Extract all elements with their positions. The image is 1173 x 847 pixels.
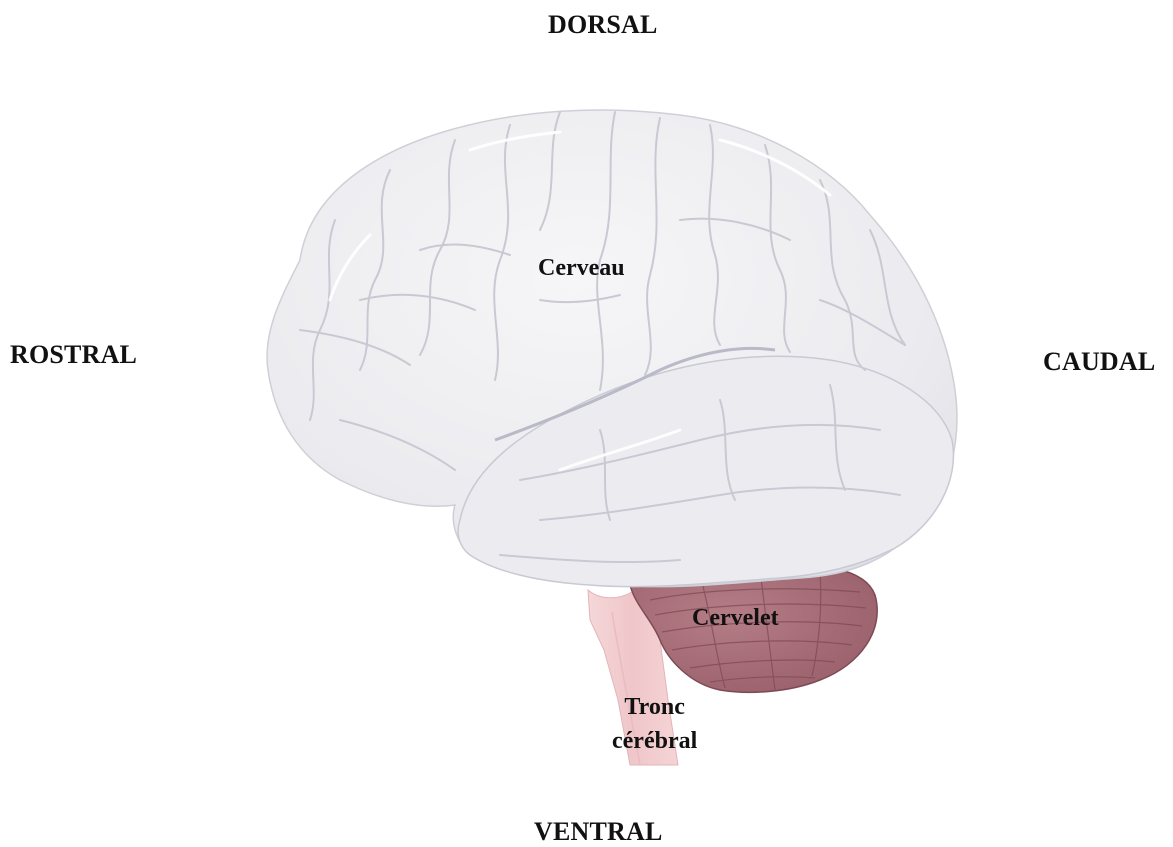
region-label-cerebellum: Cervelet bbox=[692, 605, 779, 632]
direction-label-dorsal: DORSAL bbox=[548, 10, 658, 40]
region-label-brainstem-line2: cérébral bbox=[612, 724, 697, 758]
region-label-cerebrum: Cerveau bbox=[538, 255, 625, 282]
cerebrum bbox=[267, 110, 957, 587]
region-label-brainstem-line1: Tronc bbox=[612, 690, 697, 724]
region-label-brainstem: Tronc cérébral bbox=[612, 690, 697, 758]
direction-label-ventral: VENTRAL bbox=[534, 817, 663, 847]
direction-label-rostral: ROSTRAL bbox=[10, 340, 137, 370]
direction-label-caudal: CAUDAL bbox=[1043, 347, 1155, 377]
